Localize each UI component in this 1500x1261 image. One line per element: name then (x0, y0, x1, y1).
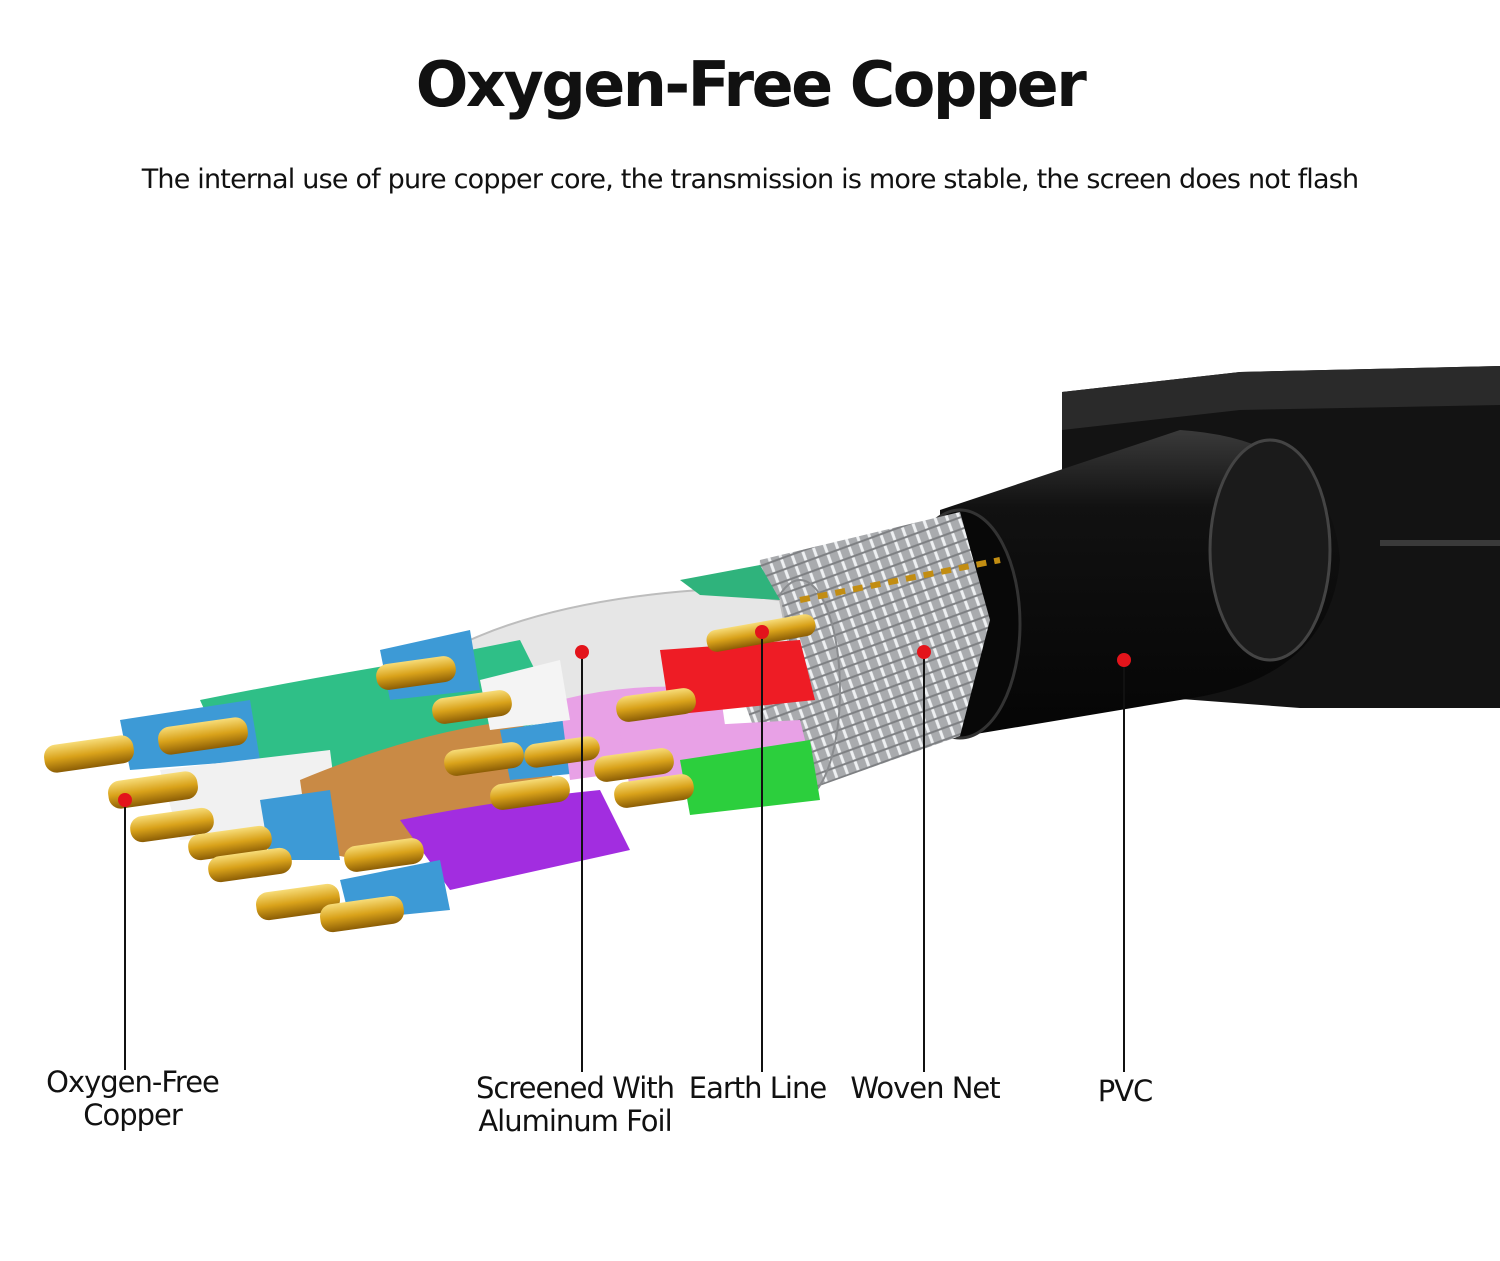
pvc-jacket (898, 430, 1340, 740)
label-line: PVC (1097, 1074, 1154, 1108)
callout-marker (1117, 653, 1131, 667)
callout-marker (118, 793, 132, 807)
label-pvc: PVC (1075, 1075, 1175, 1108)
label-aluminum-foil: Screened With Aluminum Foil (450, 1072, 700, 1138)
label-line: Aluminum Foil (478, 1104, 672, 1138)
callout-marker (575, 645, 589, 659)
callout-marker (755, 625, 769, 639)
callout-copper (118, 793, 132, 1070)
label-woven-net: Woven Net (835, 1072, 1015, 1105)
page-title: Oxygen-Free Copper (415, 48, 1087, 121)
label-line: Screened With (475, 1071, 675, 1105)
label-line: Copper (83, 1098, 183, 1132)
callout-marker (917, 645, 931, 659)
label-line: Earth Line (688, 1071, 827, 1105)
label-line: Oxygen-Free (46, 1065, 220, 1099)
label-earth-line: Earth Line (680, 1072, 835, 1105)
callout-net (917, 645, 931, 1072)
label-oxygen-free-copper: Oxygen-Free Copper (20, 1066, 245, 1132)
callout-earth (755, 625, 769, 1072)
label-line: Woven Net (850, 1071, 1000, 1105)
page-subtitle: The internal use of pure copper core, th… (141, 164, 1359, 195)
copper-pins (44, 557, 1001, 933)
callout-foil (575, 645, 589, 1072)
callout-pvc (1117, 653, 1131, 1072)
